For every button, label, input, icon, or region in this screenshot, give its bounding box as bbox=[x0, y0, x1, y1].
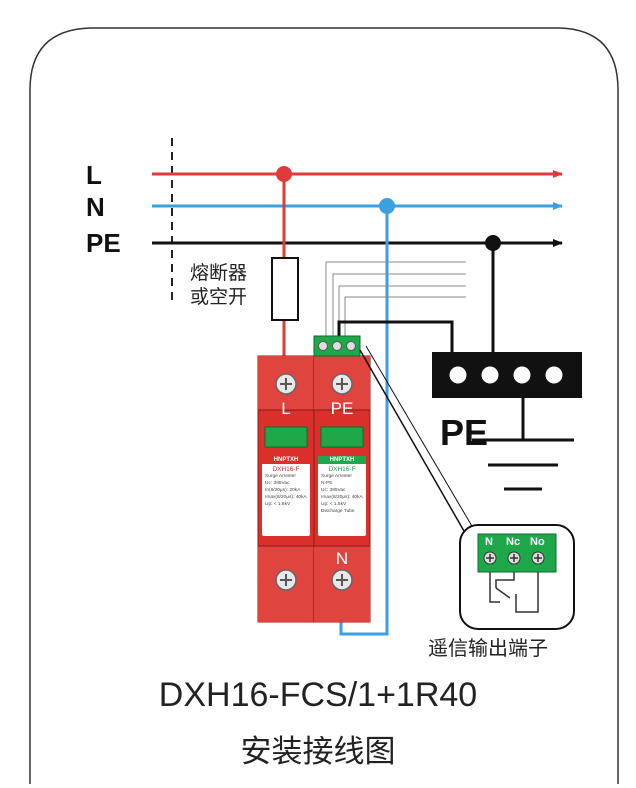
l-junction-dot bbox=[276, 166, 292, 182]
left-spec-card: HNPTXH DXH16-F Surge Arrester Uc: 385Vac… bbox=[262, 456, 310, 536]
ground-bar-hole-4 bbox=[545, 366, 563, 384]
right-module-top-label: PE bbox=[330, 399, 354, 418]
pe-ground-wire bbox=[337, 320, 454, 352]
left-card-model: DXH16-F bbox=[272, 466, 300, 473]
fuse-label-line1: 熔断器 bbox=[190, 262, 248, 284]
ground-bar-hole-3 bbox=[513, 366, 531, 384]
right-card-spec5: Discharge Tube bbox=[321, 509, 355, 514]
diagram-subtitle: 安装接线图 bbox=[240, 734, 396, 770]
remote-terminal-label-no: No bbox=[530, 536, 545, 548]
remote-terminal-label-nc: Nc bbox=[506, 536, 521, 548]
right-card-spec2: Uc: 385Vac bbox=[321, 488, 346, 493]
remote-terminal-label-n: N bbox=[485, 536, 493, 548]
pe-line-label: PE bbox=[86, 228, 121, 258]
left-card-spec2: In(8/20μs): 20kA bbox=[265, 488, 301, 493]
right-card-spec4: Up: < 1.5kV bbox=[321, 502, 347, 507]
pe-junction-dot bbox=[485, 235, 501, 251]
right-module-bottom-label: N bbox=[335, 549, 349, 568]
right-spec-card: HNPTXH DXH16-F Surge Arrester N-PE Uc: 3… bbox=[318, 456, 366, 536]
left-card-spec1: Uc: 385Vac bbox=[265, 481, 290, 486]
outer-frame bbox=[29, 27, 619, 784]
n-line-label: N bbox=[86, 192, 105, 222]
contact-schematic bbox=[489, 572, 539, 613]
right-card-spec3: Imax(8/20μs): 40kA bbox=[321, 495, 363, 500]
left-card-spec4: Up: < 1.8kV bbox=[265, 502, 291, 507]
left-card-brand: HNPTXH bbox=[262, 456, 310, 464]
fuse-label-line2: 或空开 bbox=[190, 286, 248, 308]
right-card-type: Surge Arrester bbox=[321, 474, 352, 479]
ground-bar-hole-1 bbox=[449, 366, 467, 384]
signal-wires bbox=[325, 261, 466, 340]
n-junction-dot bbox=[379, 198, 395, 214]
right-card-model: DXH16-F bbox=[328, 466, 356, 473]
module-remote-connector bbox=[313, 335, 361, 357]
callout-line-2 bbox=[365, 345, 477, 534]
right-card-spec1: N-PE bbox=[321, 481, 333, 486]
ground-bar-hole-2 bbox=[481, 366, 499, 384]
callout-line-1 bbox=[359, 349, 469, 539]
ground-pe-label: PE bbox=[440, 412, 489, 453]
left-card-spec3: Imax(8/20μs): 40kA bbox=[265, 495, 307, 500]
remote-terminal-caption: 遥信输出端子 bbox=[428, 636, 548, 660]
right-card-brand: HNPTXH bbox=[318, 456, 366, 464]
left-card-type: Surge Arrester bbox=[265, 474, 296, 479]
fuse-symbol bbox=[271, 257, 299, 321]
l-line-label: L bbox=[86, 160, 102, 190]
left-module-top-label: L bbox=[281, 399, 291, 418]
product-model-title: DXH16-FCS/1+1R40 bbox=[158, 676, 478, 714]
